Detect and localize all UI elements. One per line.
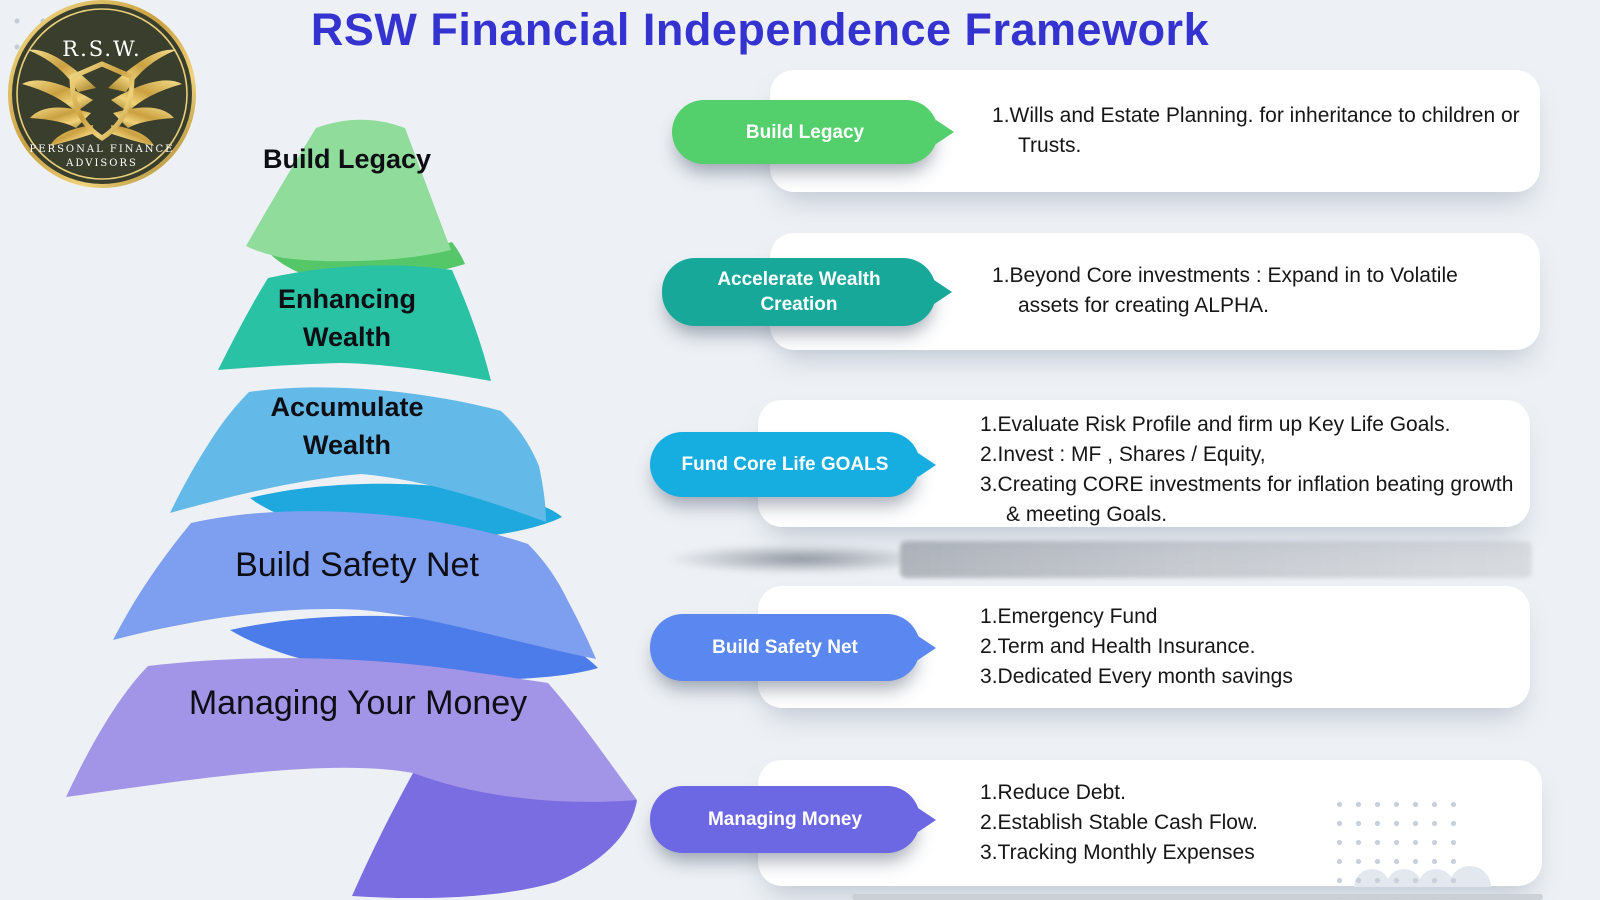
page-title: RSW Financial Independence Framework [310, 4, 1210, 55]
pill-tail [918, 635, 936, 660]
list-item: Creating CORE investments for inflation … [997, 473, 1514, 526]
list-item: Invest : MF , Shares / Equity, [997, 443, 1266, 466]
pill-tail [918, 452, 936, 477]
list-item: Establish Stable Cash Flow. [997, 811, 1258, 834]
card-list: Beyond Core investments : Expand in to V… [992, 261, 1524, 321]
pill-fund-core-life-goals: Fund Core Life GOALS [650, 432, 936, 497]
list-item: Term and Health Insurance. [997, 635, 1256, 658]
pill-managing-money: Managing Money [650, 786, 936, 853]
pill-label: Fund Core Life GOALS [681, 454, 889, 475]
card-list: Reduce Debt. Establish Stable Cash Flow.… [980, 778, 1528, 868]
logo-tagline-1: PERSONAL FINANCE [30, 144, 175, 155]
pill-build-safety-net: Build Safety Net [650, 614, 936, 681]
logo-tagline-2: ADVISORS [65, 158, 138, 169]
list-item: Tracking Monthly Expenses [997, 841, 1255, 864]
rsw-logo: R.S.W. PERSONAL FINANCE ADVISORS [8, 0, 196, 188]
pyramid-label-enhancing-wealth: Enhancing Wealth [277, 284, 416, 352]
band-managing [66, 658, 637, 802]
band-accumulate [170, 387, 546, 522]
list-item: Dedicated Every month savings [997, 665, 1293, 688]
list-item: Emergency Fund [997, 605, 1158, 628]
pill-label: Build Safety Net [712, 637, 858, 658]
pyramid-diagram [66, 119, 637, 899]
list-item: Evaluate Risk Profile and firm up Key Li… [997, 413, 1451, 436]
card-list: Wills and Estate Planning. for inheritan… [992, 101, 1524, 161]
pill-label: Managing Money [707, 809, 863, 830]
pill-build-legacy: Build Legacy [672, 100, 954, 164]
band-safety [113, 511, 596, 659]
logo-monogram: R.S.W. [62, 37, 141, 61]
list-item: Wills and Estate Planning. for inheritan… [1009, 104, 1520, 157]
list-item: Reduce Debt. [997, 781, 1126, 804]
band-legacy [246, 119, 451, 262]
pill-accelerate-wealth-creation: Accelerate Wealth Creation [662, 258, 952, 326]
pyramid-label-build-legacy: Build Legacy [262, 144, 432, 174]
bottom-edge-strip [852, 894, 1543, 900]
decor-dots-bottom-right [1330, 795, 1470, 899]
card-fund-core-goals: Evaluate Risk Profile and firm up Key Li… [758, 400, 1530, 527]
shield-icon [69, 61, 135, 141]
pill-tail [934, 280, 952, 304]
pyramid-label-build-safety-net: Build Safety Net [235, 546, 479, 584]
pill-label: Accelerate Wealth Creation [717, 269, 881, 315]
pyramid-label-managing-your-money: Managing Your Money [188, 684, 528, 722]
card-list: Evaluate Risk Profile and firm up Key Li… [980, 410, 1516, 530]
blurred-pill-shadow [664, 544, 938, 574]
pill-label: Build Legacy [745, 121, 865, 143]
band-enhancing [218, 265, 491, 381]
card-list: Emergency Fund Term and Health Insurance… [980, 602, 1516, 692]
blurred-divider-bar [900, 541, 1532, 578]
band-managing-accent [352, 773, 637, 899]
pyramid-label-accumulate-wealth: Accumulate Wealth [270, 392, 424, 460]
list-item: Beyond Core investments : Expand in to V… [1009, 264, 1458, 317]
pill-tail [918, 807, 936, 832]
pill-tail [936, 120, 954, 144]
